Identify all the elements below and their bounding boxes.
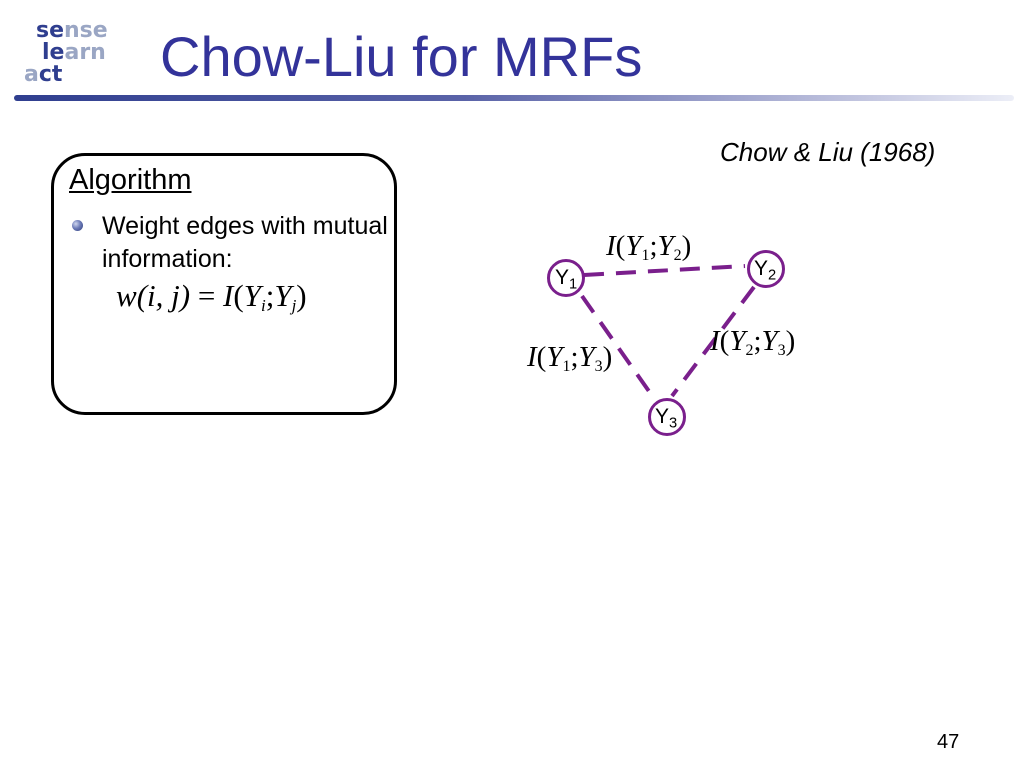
node-y2-label: Y2: [754, 257, 777, 284]
slide-title: Chow-Liu for MRFs: [160, 25, 643, 88]
algorithm-heading: Algorithm: [69, 164, 192, 196]
node-y2: [747, 250, 785, 288]
edge-y1-y2: [583, 264, 746, 277]
logo-row-learn: learn: [42, 40, 106, 65]
node-y3: [648, 398, 686, 436]
edge-label-y1-y3: I(Y1;Y3): [527, 341, 613, 375]
page-number: 47: [937, 731, 960, 753]
citation: Chow & Liu (1968): [720, 137, 936, 167]
weight-formula: w(i, j) = I(Yi;Yj): [116, 278, 307, 316]
edge-label-y1-y2: I(Y1;Y2): [606, 230, 692, 264]
algorithm-box: [51, 153, 397, 415]
title-divider: [14, 95, 1014, 101]
algorithm-bullet: Weight edges with mutual information:: [102, 212, 388, 273]
node-y1: [547, 259, 585, 297]
node-y3-label: Y3: [655, 405, 678, 432]
sense-learn-act-logo: sense learn act: [22, 18, 122, 88]
edge-label-y2-y3: I(Y2;Y3): [710, 325, 796, 359]
edge-y2-y3: [670, 285, 756, 398]
logo-row-sense: sense: [36, 18, 108, 43]
logo-row-act: act: [24, 62, 63, 87]
edge-y1-y3: [580, 294, 655, 399]
bullet-icon: [72, 220, 83, 231]
node-y1-label: Y1: [555, 266, 578, 293]
